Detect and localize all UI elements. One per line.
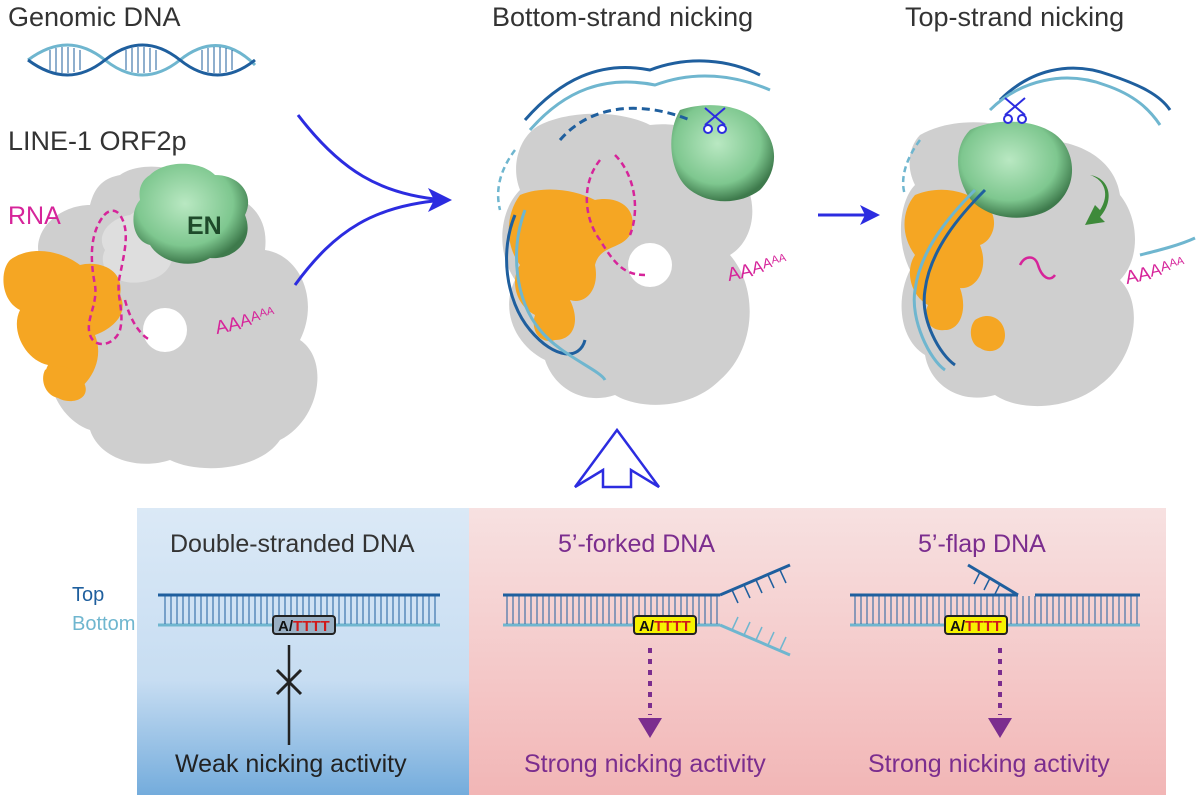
- rna-label: RNA: [8, 202, 61, 230]
- en-label: EN: [187, 212, 222, 240]
- flap-panel-title: 5’-flap DNA: [918, 530, 1046, 558]
- strand-label-top: Top: [72, 584, 105, 606]
- panel-double-stranded: [137, 508, 469, 795]
- forked-dna-graphic: [503, 563, 791, 738]
- ds-panel-title: Double-stranded DNA: [170, 530, 415, 558]
- merge-arrow: [293, 114, 452, 286]
- orf2p-protein-left: [3, 163, 318, 469]
- strand-label-bottom: Bottom: [72, 613, 136, 635]
- orf2p-protein-right: [900, 66, 1196, 407]
- bottom-strand-title: Bottom-strand nicking: [492, 2, 754, 32]
- genomic-dna-helix: [27, 43, 257, 77]
- hollow-up-arrow: [573, 427, 661, 489]
- ds-result: Weak nicking activity: [175, 750, 407, 778]
- panel-forked-flap: [469, 508, 1166, 795]
- orf2p-title: LINE-1 ORF2p: [8, 126, 187, 156]
- scissors-icon-middle: [703, 107, 727, 134]
- motif-flap: A/TTTT: [944, 615, 1008, 635]
- motif-forked: A/TTTT: [633, 615, 697, 635]
- scissors-icon-right: [1003, 97, 1027, 124]
- forked-result: Strong nicking activity: [524, 750, 766, 778]
- x-mark-icon: [275, 668, 303, 696]
- orf2p-protein-middle: [496, 59, 775, 405]
- motif-ds: A/TTTT: [272, 615, 336, 635]
- flap-result: Strong nicking activity: [868, 750, 1110, 778]
- rotation-arrow-icon: [1085, 175, 1109, 225]
- forked-panel-title: 5’-forked DNA: [558, 530, 715, 558]
- genomic-dna-title: Genomic DNA: [8, 2, 181, 32]
- top-strand-title: Top-strand nicking: [905, 2, 1125, 32]
- step-arrow: [818, 205, 880, 225]
